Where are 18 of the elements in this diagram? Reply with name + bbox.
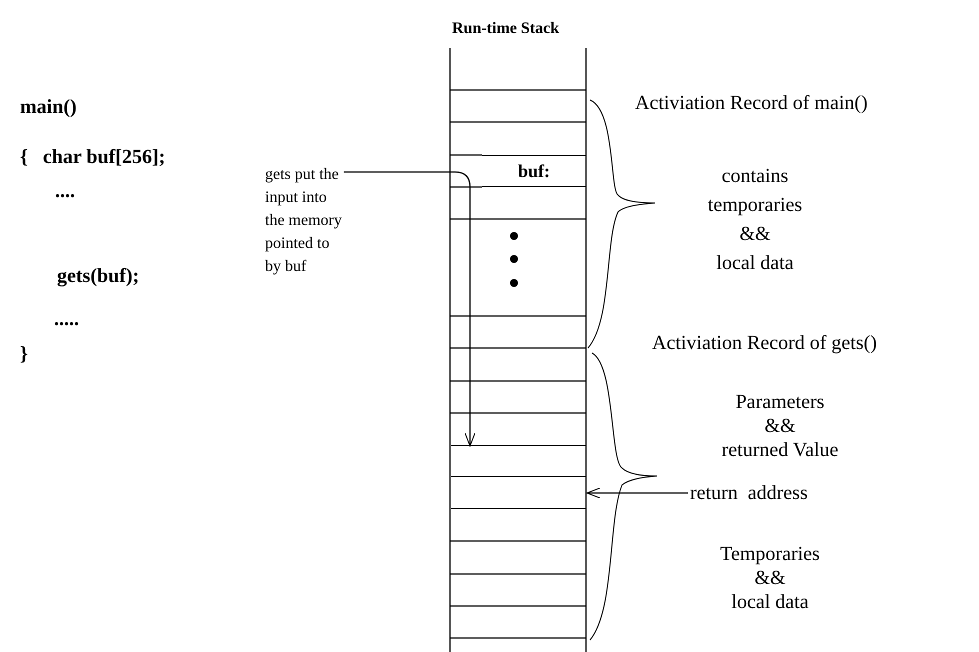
arrow (344, 171, 476, 446)
arrow (586, 488, 688, 498)
stack-slot (451, 445, 586, 477)
code-line: .... (55, 180, 75, 203)
annotation-text: return address (690, 481, 808, 505)
code-line: } (20, 343, 28, 366)
code-line: ..... (54, 308, 79, 331)
annotation-text: Activiation Record of gets() (652, 332, 877, 355)
stack-slot: buf: (482, 155, 586, 187)
annotation-text: Activiation Record of main() (635, 92, 868, 115)
annotation-text: Parameters && returned Value (720, 390, 840, 462)
code-line: main() (20, 96, 77, 119)
annotation-text: Temporaries && local data (719, 542, 821, 614)
annotation-text: contains temporaries && local data (706, 164, 804, 276)
code-line: { char buf[256]; (20, 146, 166, 169)
annotation-text: gets put the input into the memory pointed to by buf (265, 163, 342, 278)
stack-title: Run-time Stack (452, 20, 560, 38)
code-line: gets(buf); (57, 265, 140, 288)
